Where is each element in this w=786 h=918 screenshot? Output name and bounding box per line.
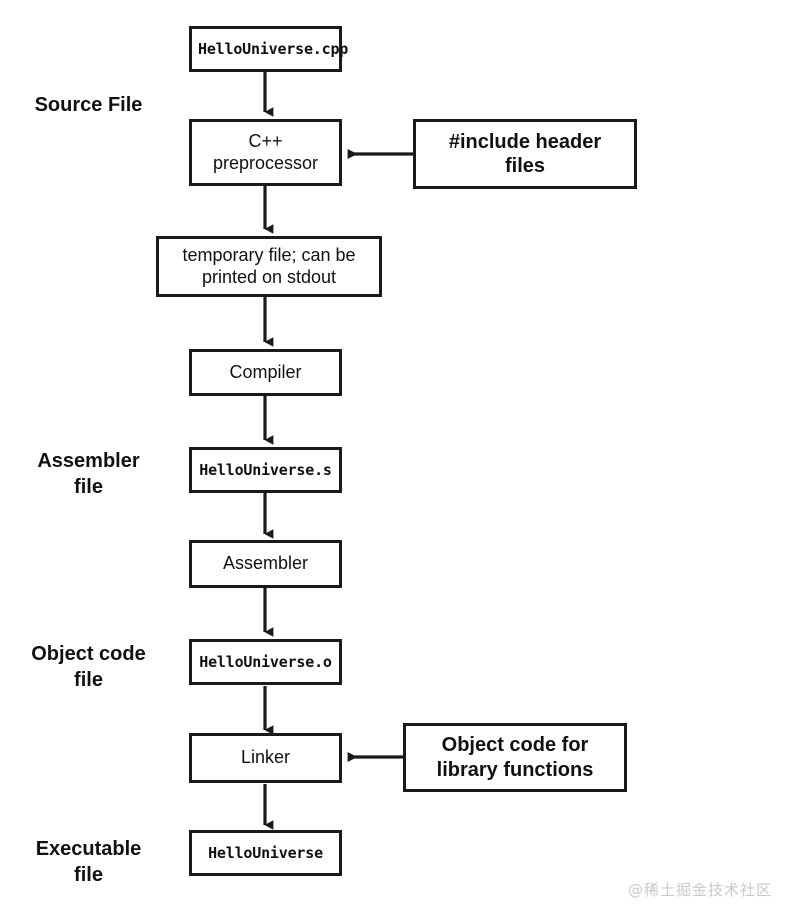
node-object-code-library[interactable]: Object code for library functions [403, 723, 627, 792]
node-hellouniverse[interactable]: HelloUniverse [189, 830, 342, 876]
node-assembler[interactable]: Assembler [189, 540, 342, 588]
node-cpp-preprocessor[interactable]: C++ preprocessor [189, 119, 342, 186]
node-label: temporary file; can be printed on stdout [182, 244, 356, 287]
stage-label-source-file: Source File [34, 94, 143, 116]
node-hellouniverse-cpp[interactable]: HelloUniverse.cpp [189, 26, 349, 72]
node-temporary-file[interactable]: temporary file; can be printed on stdout [156, 236, 382, 297]
stage-label-executable-file: Executable file [35, 838, 142, 886]
node-label: HelloUniverse.cpp [198, 39, 349, 58]
node-linker[interactable]: Linker [189, 733, 342, 783]
watermark: @稀土掘金技术社区 [627, 881, 772, 899]
node-label: Compiler [229, 361, 302, 382]
node-compiler[interactable]: Compiler [189, 349, 342, 396]
node-include-header-files[interactable]: #include header files [413, 119, 637, 189]
stage-label-object-code-file: Object code file [31, 643, 146, 691]
node-label: Object code for library functions [436, 734, 594, 781]
node-label: HelloUniverse [208, 843, 323, 862]
node-hellouniverse-o[interactable]: HelloUniverse.o [189, 639, 342, 685]
node-hellouniverse-s[interactable]: HelloUniverse.s [189, 447, 342, 493]
node-label: Assembler [222, 553, 309, 574]
node-label: Linker [240, 747, 291, 768]
stage-label-assembler-file: Assembler file [37, 450, 140, 498]
node-label: HelloUniverse.o [199, 652, 332, 671]
node-label: #include header files [448, 130, 602, 177]
node-label: HelloUniverse.s [199, 460, 332, 479]
node-label: C++ preprocessor [212, 130, 319, 173]
